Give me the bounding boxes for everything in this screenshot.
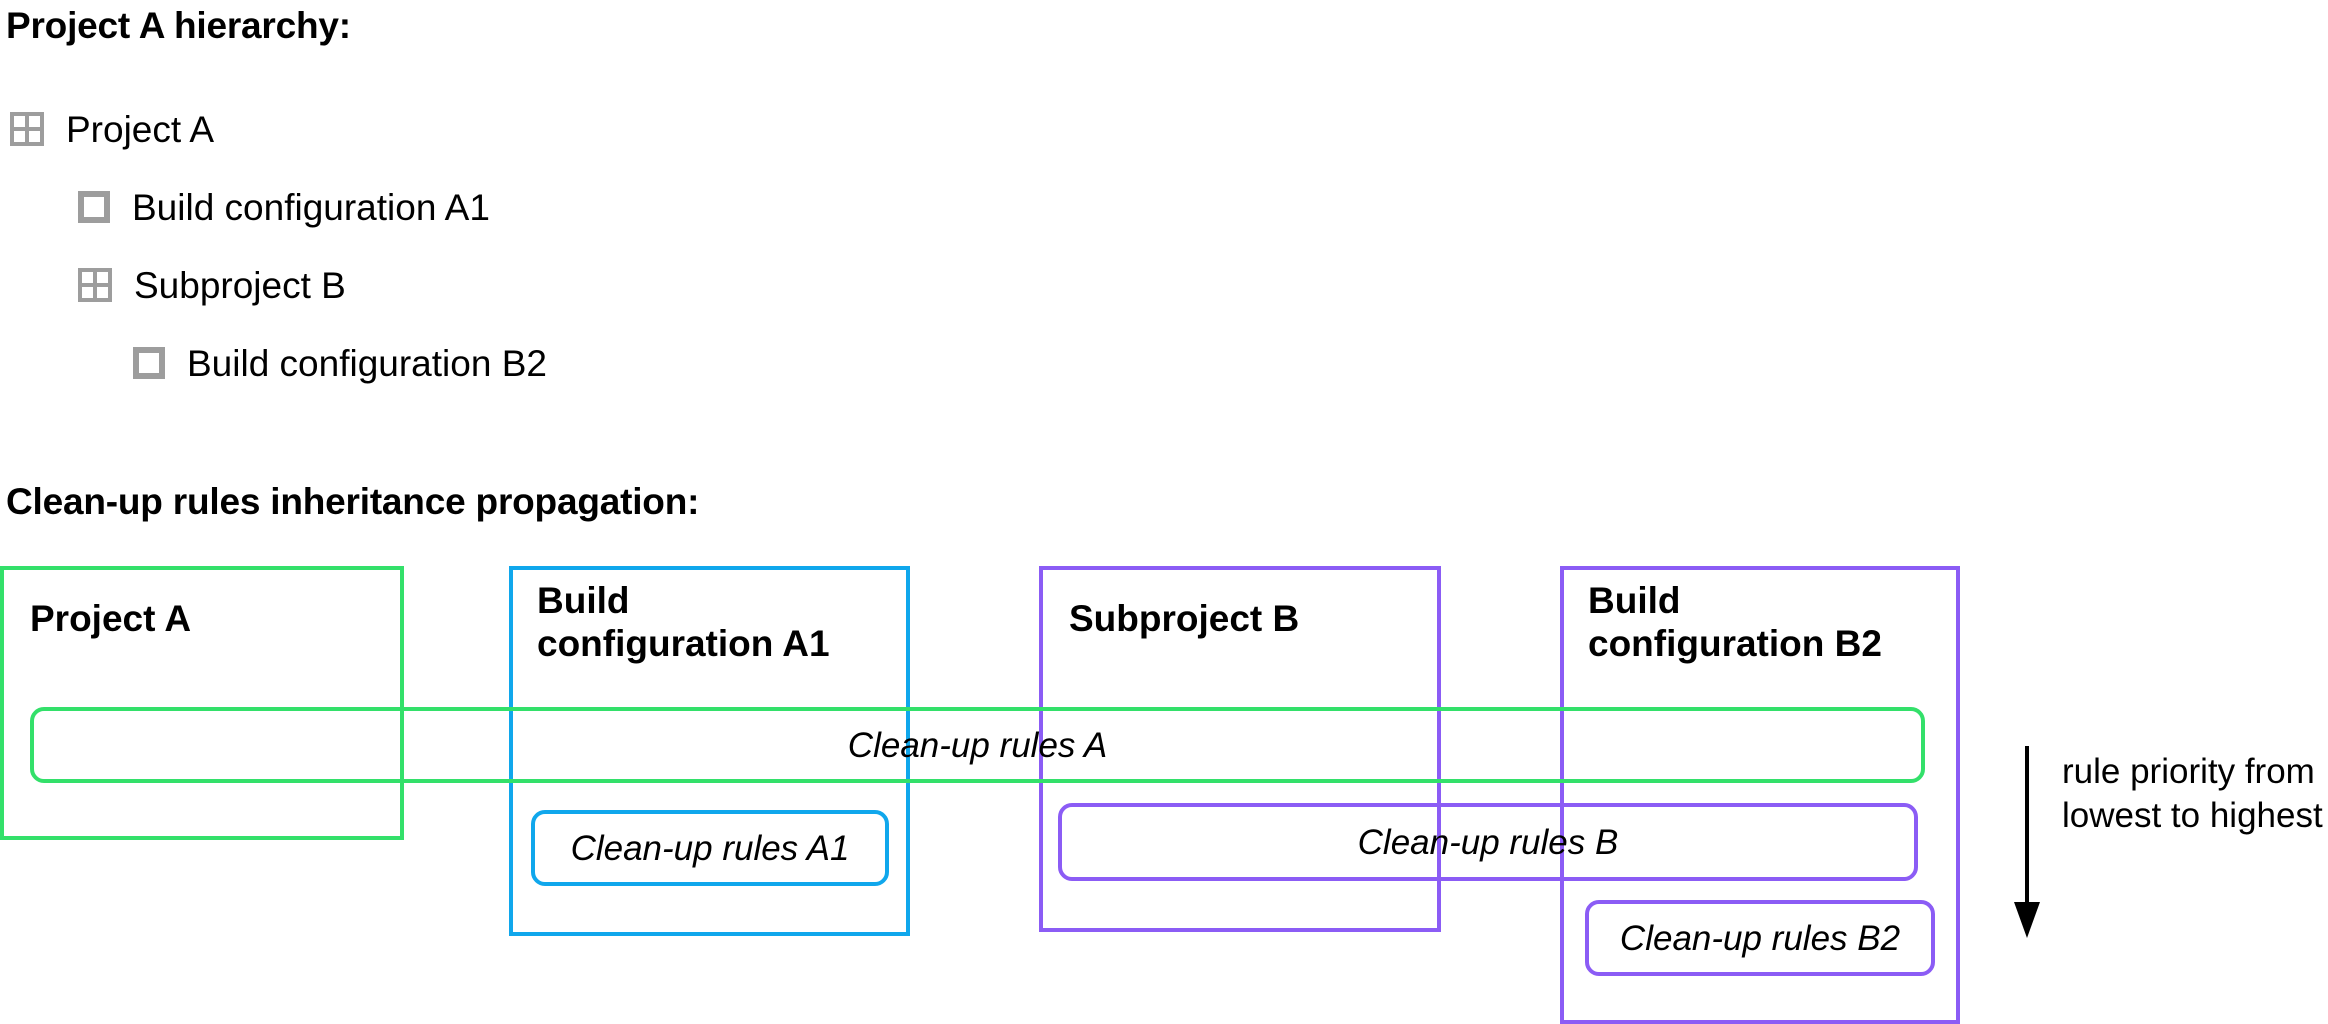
- scope-title-build-configuration-a1: Build configuration A1: [537, 580, 830, 664]
- hierarchy-heading: Project A hierarchy:: [6, 5, 351, 46]
- project-hierarchy-tree: Project A Build configuration A1 Subproj…: [0, 90, 900, 402]
- tree-item-label: Subproject B: [134, 264, 346, 306]
- project-grid-icon: [78, 268, 112, 302]
- rule-priority-arrow-icon: [2014, 746, 2040, 938]
- rule-pill-clean-up-rules-a1[interactable]: Clean-up rules A1: [531, 810, 889, 886]
- propagation-heading: Clean-up rules inheritance propagation:: [6, 481, 700, 522]
- tree-item-build-configuration-b2[interactable]: Build configuration B2: [0, 324, 900, 402]
- rule-pill-clean-up-rules-b2[interactable]: Clean-up rules B2: [1585, 900, 1935, 976]
- rule-pill-label: Clean-up rules A: [847, 725, 1108, 765]
- tree-item-label: Build configuration A1: [132, 186, 490, 228]
- rule-pill-clean-up-rules-a[interactable]: Clean-up rules A: [30, 707, 1925, 783]
- rule-pill-label: Clean-up rules B: [1357, 822, 1619, 862]
- scope-title-project-a: Project A: [30, 598, 192, 639]
- scope-box-project-a: [0, 566, 404, 840]
- tree-item-label: Build configuration B2: [187, 342, 547, 384]
- scope-box-subproject-b: [1039, 566, 1441, 932]
- tree-item-label: Project A: [66, 108, 215, 150]
- tree-item-build-configuration-a1[interactable]: Build configuration A1: [0, 168, 900, 246]
- project-grid-icon: [10, 112, 44, 146]
- build-config-icon: [78, 191, 110, 223]
- rule-pill-label: Clean-up rules A1: [570, 828, 850, 868]
- build-config-icon: [133, 347, 165, 379]
- tree-item-subproject-b[interactable]: Subproject B: [0, 246, 900, 324]
- scope-title-build-configuration-b2: Build configuration B2: [1588, 580, 1882, 664]
- tree-item-project-a[interactable]: Project A: [0, 90, 900, 168]
- scope-box-build-configuration-a1: [509, 566, 910, 936]
- rule-pill-clean-up-rules-b[interactable]: Clean-up rules B: [1058, 803, 1918, 881]
- rule-pill-label: Clean-up rules B2: [1619, 918, 1901, 958]
- scope-title-subproject-b: Subproject B: [1069, 598, 1300, 639]
- rule-priority-note: rule priority from lowest to highest: [2062, 752, 2323, 835]
